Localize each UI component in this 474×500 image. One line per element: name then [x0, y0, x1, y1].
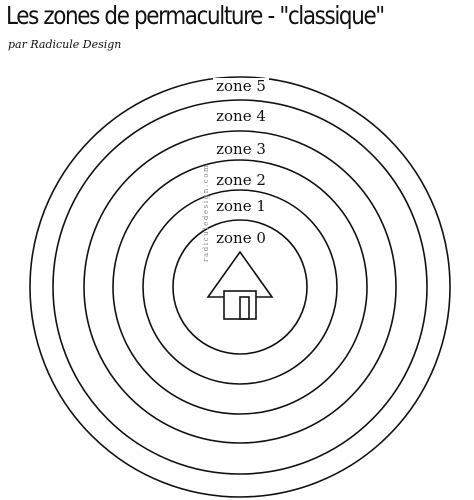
zone-label-1: zone 1 [213, 197, 269, 215]
zone-2-ring [112, 159, 368, 415]
zone-label-background [213, 108, 269, 124]
zone-label-background [213, 141, 269, 157]
zone-label-0: zone 0 [213, 229, 269, 247]
zone-label-background [213, 172, 269, 188]
zone-label-2: zone 2 [213, 171, 269, 189]
zone-label-background [213, 78, 269, 94]
zone-1-ring [142, 189, 338, 385]
house-icon [206, 250, 274, 320]
zone-3-ring [83, 130, 397, 444]
figure-subtitle: par Radicule Design [8, 38, 122, 51]
zone-label-text: zone 4 [216, 107, 266, 125]
watermark-text: radiculedesign.com [202, 164, 210, 262]
zone-label-5: zone 5 [213, 77, 269, 95]
zone-rings [29, 76, 451, 498]
zone-label-text: zone 3 [216, 140, 266, 158]
zone-4-ring [52, 99, 428, 475]
zone-label-text: zone 5 [216, 77, 266, 95]
zone-label-3: zone 3 [213, 140, 269, 158]
zone-labels: zone 0 zone 1 zone 2 zone 3 zone 4 zone 5 [213, 77, 269, 247]
zone-label-background [213, 230, 269, 246]
zone-0-ring [172, 219, 308, 355]
zone-label-text: zone 2 [216, 171, 266, 189]
zone-label-4: zone 4 [213, 107, 269, 125]
house-door [239, 296, 250, 320]
zone-label-background [213, 198, 269, 214]
figure-title: Les zones de permaculture - "classique" [6, 1, 385, 30]
zone-5-ring [29, 76, 451, 498]
zone-label-text: zone 0 [216, 229, 266, 247]
zone-label-text: zone 1 [216, 197, 266, 215]
